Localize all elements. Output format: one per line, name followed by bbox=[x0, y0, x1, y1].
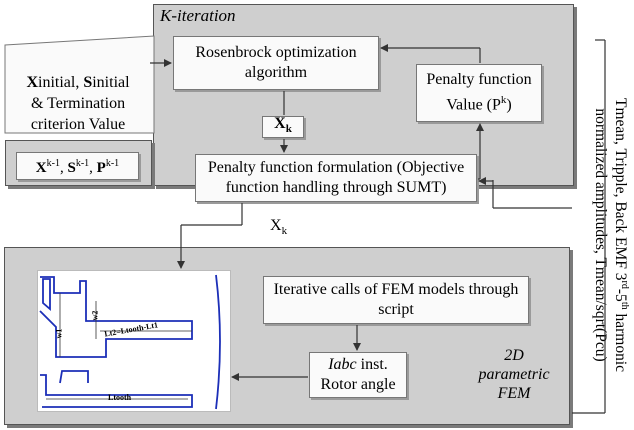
initial-values-text: Xinitial, Sinitial & Termination criteri… bbox=[26, 74, 130, 133]
penalty-formulation-box: Penalty function formulation (Objective … bbox=[195, 154, 477, 202]
xk-label: Xk bbox=[262, 115, 304, 138]
ltooth-label: Ltooth bbox=[108, 393, 132, 402]
xk-link-label: Xk bbox=[270, 217, 288, 238]
fem-drawing: w1 w2 Lt2=Ltooth-Lt1 Ltooth bbox=[37, 270, 231, 412]
fem-label: 2D parametric FEM bbox=[478, 347, 550, 402]
previous-state-values: Xk-1, Sk-1, Pk-1 bbox=[16, 152, 139, 180]
penalty-value-box: Penalty function Value (Pk) bbox=[416, 64, 542, 122]
iterative-calls-box: Iterative calls of FEM models through sc… bbox=[263, 276, 529, 324]
k-iteration-title: K-iteration bbox=[160, 6, 236, 25]
fem-geometry bbox=[39, 274, 221, 410]
iabc-box: Iabc inst. Rotor angle bbox=[309, 352, 407, 398]
rosenbrock-box: Rosenbrock optimization algorithm bbox=[173, 36, 379, 90]
initial-values-shape bbox=[4, 35, 155, 134]
